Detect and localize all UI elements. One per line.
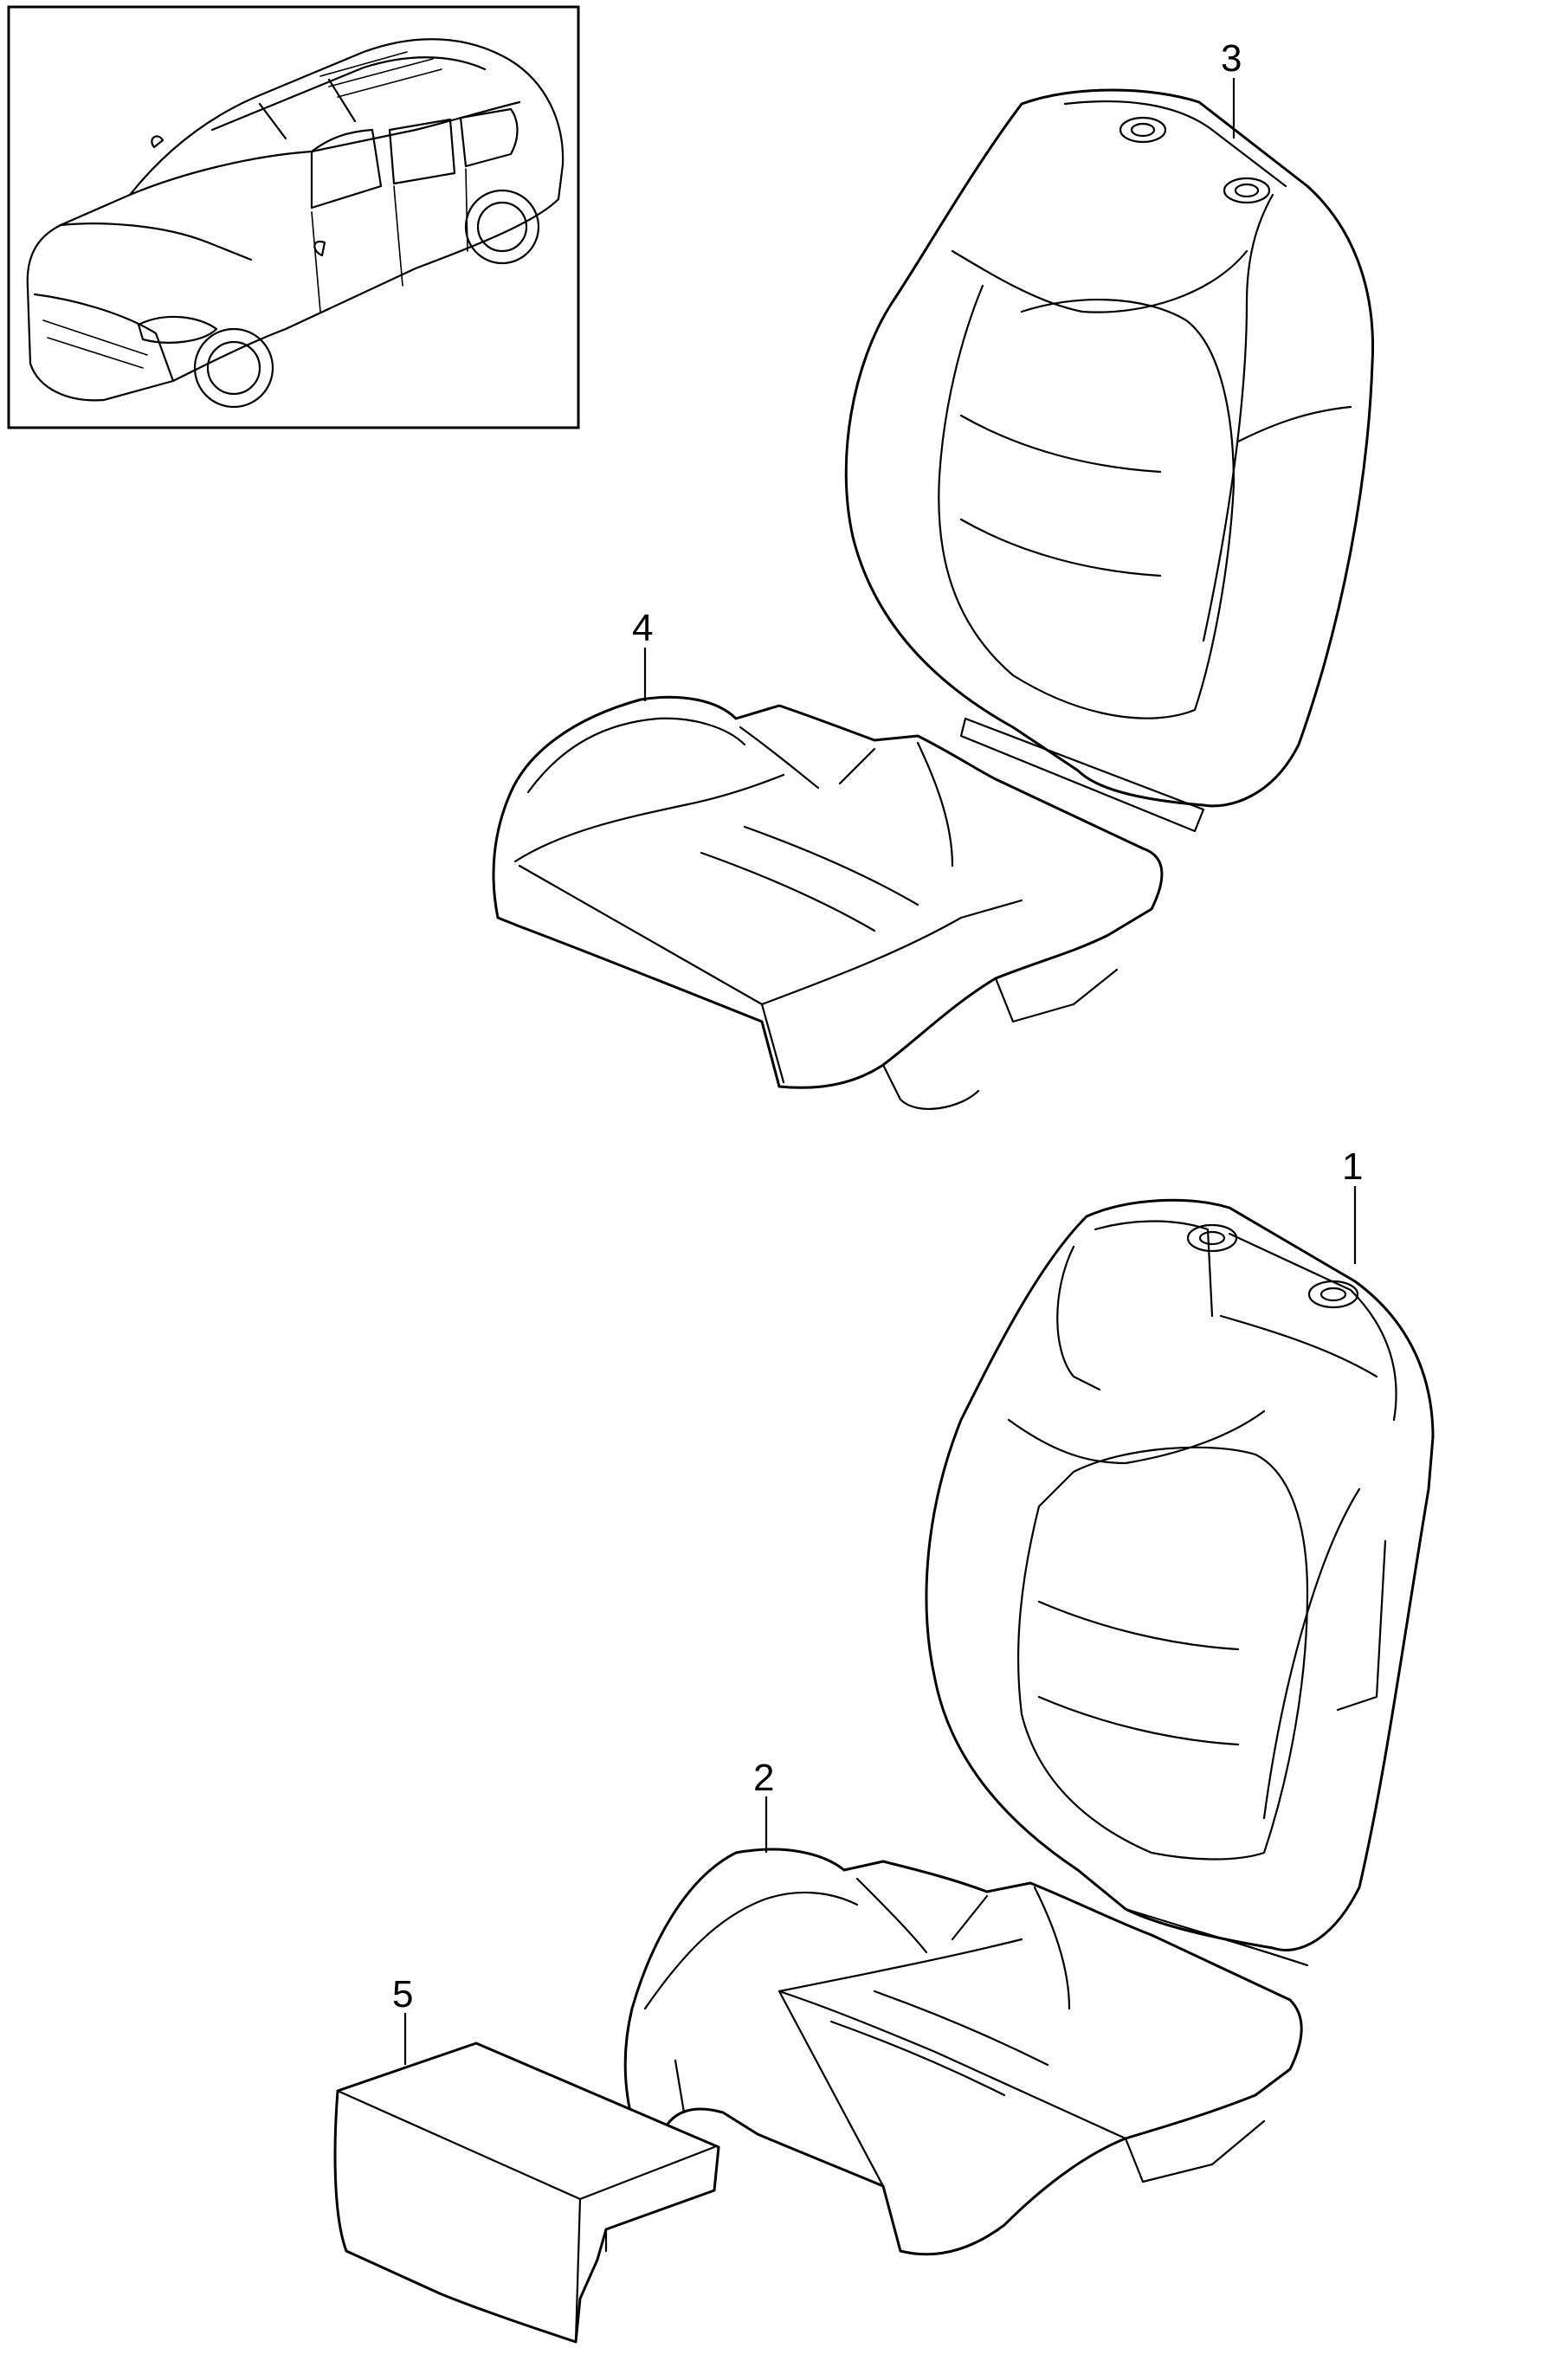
suv-illustration: [26, 38, 565, 409]
callout-3-label: 3: [1221, 37, 1242, 80]
part-3-backrest-cover: [844, 88, 1375, 833]
callout-5-label: 5: [392, 1973, 413, 2016]
part-5-thigh-support-cushion: [333, 2041, 720, 2344]
part-4-seat-cushion-cover: [492, 695, 1164, 1110]
callout-3: 3: [1221, 37, 1242, 139]
part-2-seat-cushion-frame: [623, 1848, 1303, 2256]
callout-4-label: 4: [632, 607, 653, 649]
callout-1-label: 1: [1342, 1145, 1363, 1188]
callout-4: 4: [632, 607, 653, 701]
vehicle-overview-inset: [7, 5, 580, 429]
callout-1: 1: [1342, 1145, 1363, 1264]
callout-2-label: 2: [753, 1757, 774, 1799]
callout-5: 5: [392, 1973, 413, 2065]
part-1-backrest-assembly: [925, 1198, 1435, 1967]
callout-2: 2: [753, 1757, 774, 1853]
